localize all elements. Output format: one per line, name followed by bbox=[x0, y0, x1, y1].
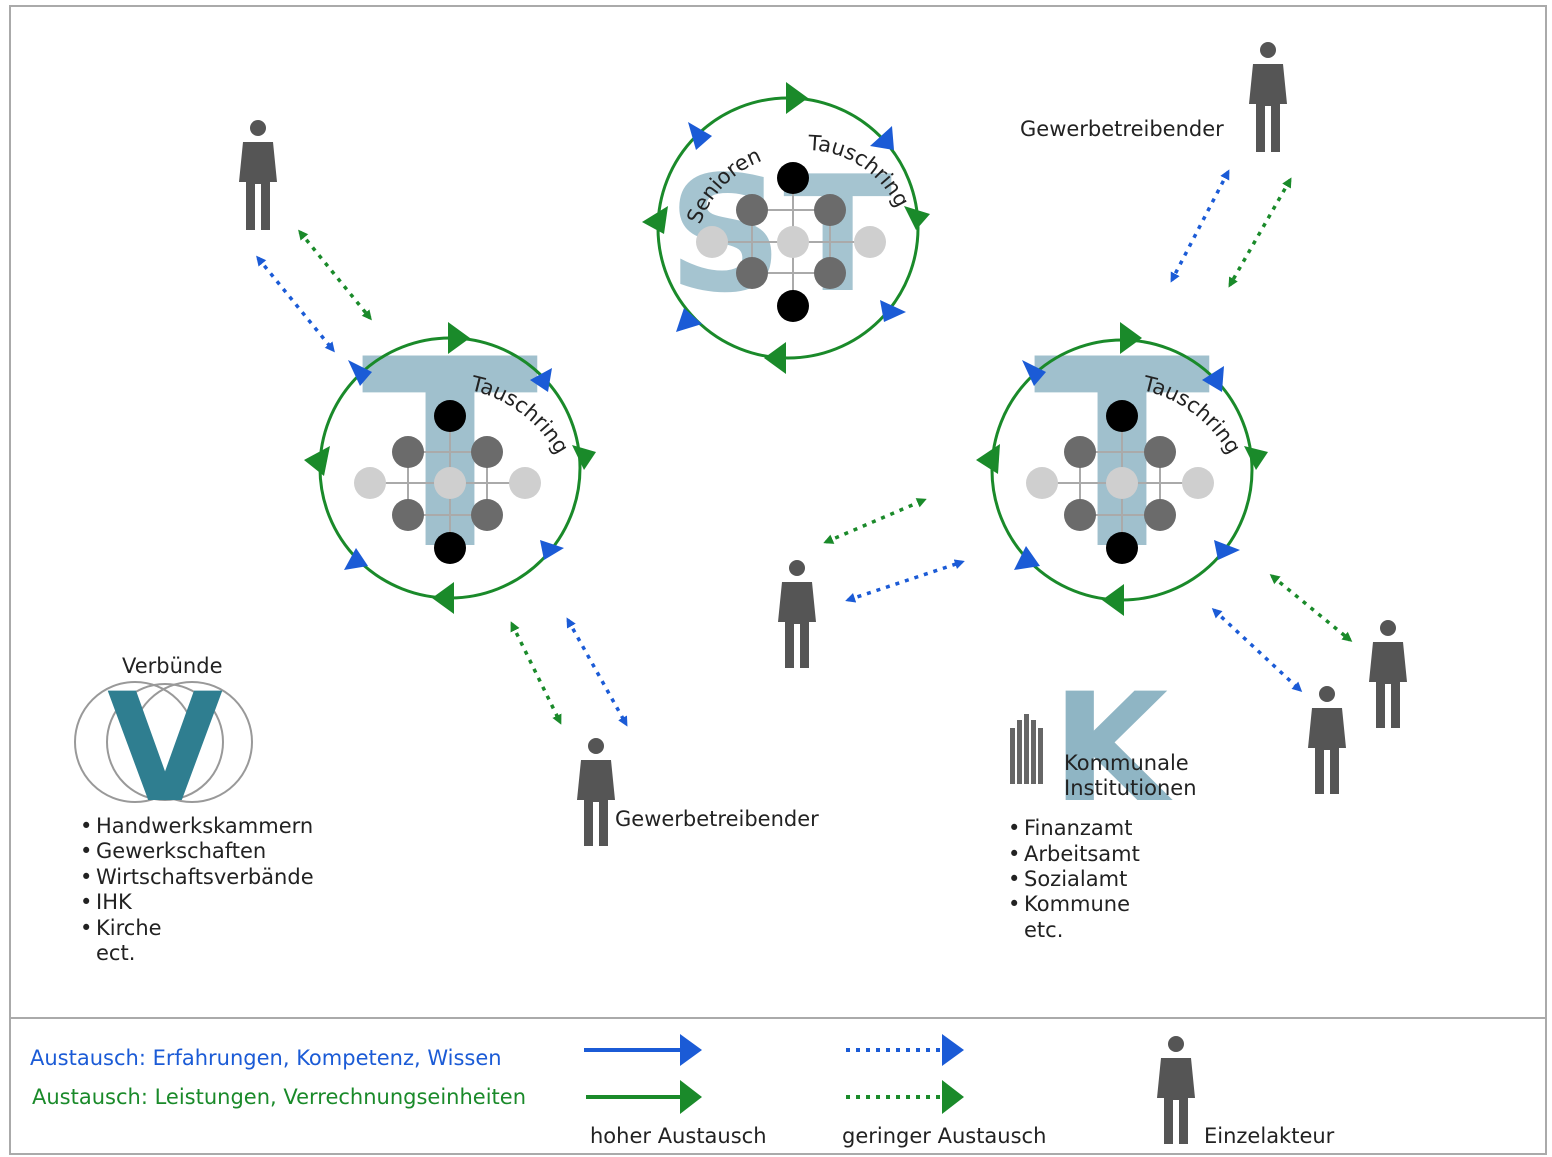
node-dark bbox=[1064, 499, 1096, 531]
kommunal-letter: K bbox=[1052, 662, 1173, 836]
frame-border bbox=[9, 5, 1547, 1155]
node-dark bbox=[471, 436, 503, 468]
node-dark bbox=[1144, 499, 1176, 531]
node-black bbox=[434, 400, 466, 432]
arrow-green-dotted bbox=[510, 621, 562, 725]
node-dark bbox=[814, 257, 846, 289]
node-dark bbox=[1064, 436, 1096, 468]
person-icon bbox=[1369, 620, 1407, 728]
node-dark bbox=[736, 194, 768, 226]
legend-high-label: hoher Austausch bbox=[590, 1124, 767, 1148]
node-black bbox=[1106, 400, 1138, 432]
ring-right: T Tauschring bbox=[976, 305, 1268, 616]
arrow-blue-dotted bbox=[566, 617, 628, 727]
kommunal-item: Finanzamt bbox=[1024, 816, 1132, 840]
arrow-blue-dotted bbox=[1170, 169, 1230, 283]
arrow-blue-dotted bbox=[256, 255, 335, 353]
ring-right-arrowheads bbox=[976, 322, 1268, 616]
verbuende-item: Kirche bbox=[96, 916, 162, 940]
kommunal-title-line2: Institutionen bbox=[1064, 776, 1197, 800]
bullet: • bbox=[80, 814, 92, 838]
verbuende-item: Handwerkskammern bbox=[96, 814, 313, 838]
arrow-blue-dotted bbox=[845, 559, 965, 603]
kommunal-block: K Kommunale Institutionen • Finanzamt • … bbox=[1008, 662, 1197, 942]
kommunal-item: Kommune bbox=[1024, 892, 1130, 916]
arrow-blue-dotted bbox=[1211, 607, 1303, 693]
person-icon bbox=[778, 560, 816, 668]
exchange-arrows bbox=[256, 169, 1353, 727]
verbuende-letter: V bbox=[107, 662, 223, 836]
person-icon bbox=[239, 120, 277, 230]
node-dark bbox=[1144, 436, 1176, 468]
building-icon bbox=[1010, 714, 1043, 784]
node-black bbox=[1106, 532, 1138, 564]
node-light bbox=[434, 467, 466, 499]
node-dark bbox=[814, 194, 846, 226]
actor-label-bottom: Gewerbetreibender bbox=[615, 807, 819, 831]
person-icon bbox=[1157, 1036, 1195, 1144]
node-light bbox=[854, 226, 886, 258]
node-dark bbox=[392, 436, 424, 468]
bullet: • bbox=[1008, 842, 1020, 866]
legend-arrowhead bbox=[942, 1034, 964, 1066]
node-light bbox=[509, 467, 541, 499]
ring-left-arrowheads bbox=[304, 322, 596, 614]
node-light bbox=[1026, 467, 1058, 499]
arrow-green-dotted bbox=[1228, 177, 1292, 288]
kommunal-item: Arbeitsamt bbox=[1024, 842, 1140, 866]
node-light bbox=[1182, 467, 1214, 499]
kommunal-list: • Finanzamt • Arbeitsamt • Sozialamt • K… bbox=[1008, 816, 1140, 942]
legend-arrowhead bbox=[680, 1080, 702, 1114]
arrow-green-dotted bbox=[298, 229, 372, 321]
node-light bbox=[696, 226, 728, 258]
person-icon bbox=[1249, 42, 1287, 152]
node-dark bbox=[736, 257, 768, 289]
legend-actor-label: Einzelakteur bbox=[1204, 1124, 1335, 1148]
legend-arrowhead bbox=[680, 1034, 702, 1066]
verbuende-block: Verbünde V • Handwerkskammern • Gewerksc… bbox=[74, 654, 314, 965]
kommunal-title-line1: Kommunale bbox=[1064, 751, 1189, 775]
ring-center: ST Senioren Tauschring bbox=[642, 82, 930, 374]
bullet: • bbox=[1008, 867, 1020, 891]
bullet: • bbox=[80, 916, 92, 940]
verbuende-item: Gewerkschaften bbox=[96, 839, 266, 863]
bullet: • bbox=[1008, 892, 1020, 916]
arrow-green-dotted bbox=[1269, 574, 1353, 642]
bullet: • bbox=[1008, 816, 1020, 840]
node-dark bbox=[392, 499, 424, 531]
verbuende-tail: ect. bbox=[96, 941, 135, 965]
legend-low-label: geringer Austausch bbox=[842, 1124, 1046, 1148]
kommunal-tail: etc. bbox=[1024, 918, 1063, 942]
node-light bbox=[1106, 467, 1138, 499]
person-icon bbox=[577, 738, 615, 846]
arrow-green-dotted bbox=[823, 498, 927, 544]
node-black bbox=[777, 162, 809, 194]
venn-circle bbox=[106, 683, 224, 801]
legend-green-label: Austausch: Leistungen, Verrechnungseinhe… bbox=[32, 1085, 526, 1109]
verbuende-item: IHK bbox=[96, 890, 133, 914]
legend-blue-label: Austausch: Erfahrungen, Kompetenz, Wisse… bbox=[30, 1046, 502, 1070]
person-icon bbox=[1308, 686, 1346, 794]
ring-left: T Tauschring bbox=[304, 305, 596, 614]
node-light bbox=[354, 467, 386, 499]
verbuende-list: • Handwerkskammern • Gewerkschaften • Wi… bbox=[80, 814, 314, 965]
node-black bbox=[434, 532, 466, 564]
venn-circle bbox=[74, 681, 196, 803]
node-dark bbox=[471, 499, 503, 531]
legend-arrowhead bbox=[942, 1080, 964, 1114]
kommunal-item: Sozialamt bbox=[1024, 867, 1127, 891]
venn-circle bbox=[131, 681, 253, 803]
verbuende-title: Verbünde bbox=[122, 654, 223, 678]
legend: Austausch: Erfahrungen, Kompetenz, Wisse… bbox=[30, 1034, 1335, 1148]
bullet: • bbox=[80, 839, 92, 863]
node-light bbox=[777, 226, 809, 258]
actor-label-top-right: Gewerbetreibender bbox=[1020, 117, 1224, 141]
ring-center-arrowheads bbox=[642, 82, 930, 374]
node-black bbox=[777, 290, 809, 322]
bullet: • bbox=[80, 865, 92, 889]
verbuende-item: Wirtschaftsverbände bbox=[96, 865, 314, 889]
bullet: • bbox=[80, 890, 92, 914]
